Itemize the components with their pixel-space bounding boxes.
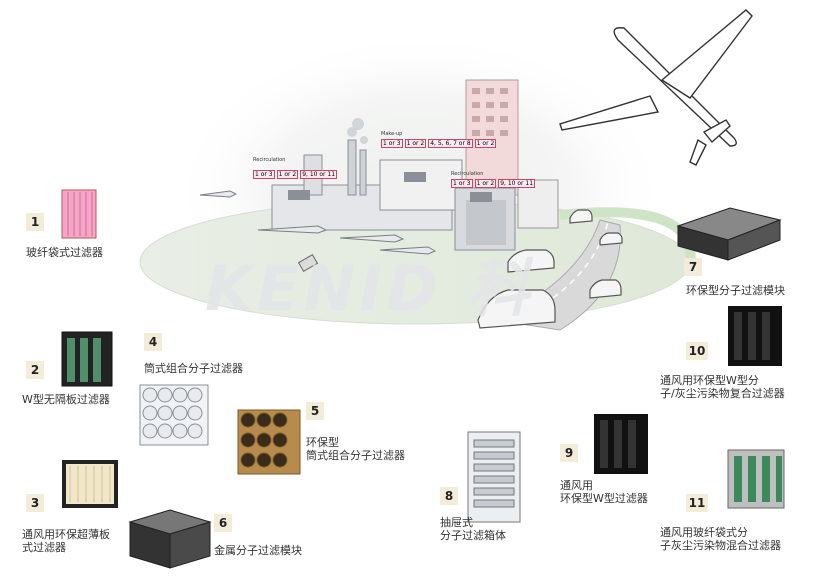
tag: 1 or 3	[451, 179, 473, 188]
office-tower	[465, 79, 559, 229]
product-caption-1: 玻纤袋式过滤器	[26, 246, 103, 259]
eco-module-image	[676, 207, 782, 261]
product-number-9: 9	[560, 444, 578, 462]
cars	[477, 209, 623, 329]
tag: 1 or 3	[381, 139, 403, 148]
product-caption-10: 通风用环保型W型分子/灰尘污染物复合过滤器	[660, 374, 785, 400]
cylinder-filter-image	[139, 384, 209, 446]
tag: 9, 10 or 11	[300, 170, 338, 179]
bag-filter-image	[61, 189, 97, 239]
watermark: KENID 科	[205, 252, 534, 325]
product-number-8: 8	[440, 487, 458, 505]
right-tags: 1 or 3 1 or 2 9, 10 or 11	[451, 179, 536, 188]
metal-module-image	[128, 509, 212, 569]
fuel-truck	[297, 253, 319, 273]
mixed-bag-filter-image	[727, 449, 785, 509]
product-caption-3: 通风用环保超薄板式过滤器	[22, 528, 110, 554]
product-caption-4: 筒式组合分子过滤器	[144, 362, 243, 375]
industrial-buildings	[271, 139, 516, 251]
tag: 1 or 2	[474, 179, 497, 188]
drawer-cabinet-image	[467, 431, 521, 523]
tag: 9, 10 or 11	[498, 179, 536, 188]
eco-cylinder-filter-image	[237, 409, 301, 475]
tag: 4, 5, 6, 7 or 8	[428, 139, 473, 148]
product-number-10: 10	[686, 342, 708, 360]
mid-tags: 1 or 3 1 or 2 4, 5, 6, 7 or 8 1 or 2	[381, 139, 497, 148]
eco-w-filter-image	[594, 414, 648, 474]
product-number-2: 2	[26, 361, 44, 379]
ground-planes	[199, 190, 437, 255]
tag: 1 or 3	[253, 170, 275, 179]
panel-filter-image	[62, 460, 118, 508]
airplane-in-flight	[559, 9, 753, 166]
product-number-11: 11	[686, 494, 708, 512]
w-filter-image	[61, 331, 113, 387]
product-number-6: 6	[214, 514, 232, 532]
tag: 1 or 2	[404, 139, 427, 148]
product-caption-5: 环保型筒式组合分子过滤器	[306, 436, 405, 462]
tag: 1 or 2	[474, 139, 497, 148]
product-number-3: 3	[26, 494, 44, 512]
product-caption-7: 环保型分子过滤模块	[686, 284, 785, 297]
product-caption-9: 通风用环保型W型过滤器	[560, 479, 648, 505]
product-caption-2: W型无隔板过滤器	[22, 393, 110, 406]
product-caption-11: 通风用玻纤袋式分子灰尘污染物混合过滤器	[660, 526, 781, 552]
left-tags: 1 or 3 1 or 2 9, 10 or 11	[253, 170, 338, 179]
product-number-5: 5	[306, 402, 324, 420]
product-number-1: 1	[26, 213, 44, 231]
tag: 1 or 2	[276, 170, 299, 179]
product-number-7: 7	[684, 258, 702, 276]
left-recirculation-label: Recirculation	[253, 157, 286, 163]
smoke	[347, 118, 368, 144]
product-number-4: 4	[144, 333, 162, 351]
mid-makeup-label: Make-up	[381, 131, 403, 137]
composite-w-filter-image	[728, 306, 782, 366]
right-recirculation-label: Recirculation	[451, 171, 484, 177]
product-caption-6: 金属分子过滤模块	[214, 544, 302, 557]
product-caption-8: 抽屉式分子过滤箱体	[440, 516, 506, 542]
